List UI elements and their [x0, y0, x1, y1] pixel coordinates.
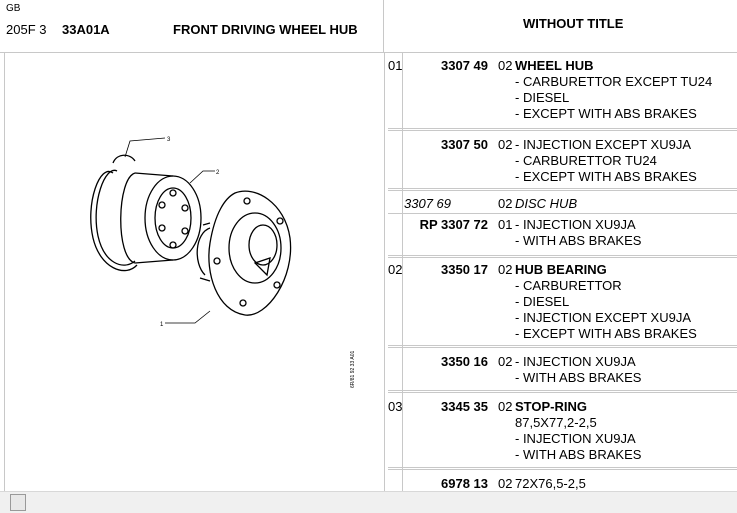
header-right: WITHOUT TITLE: [384, 0, 737, 53]
page-title: FRONT DRIVING WHEEL HUB: [173, 22, 358, 37]
row-separator: [388, 213, 737, 214]
part-condition: - EXCEPT WITH ABS BRAKES: [515, 106, 697, 121]
callout-1: 1: [160, 322, 164, 328]
part-description: - INJECTION XU9JA- WITH ABS BRAKES: [515, 354, 737, 386]
part-name: WHEEL HUB: [515, 58, 594, 73]
callout-3: 3: [167, 137, 171, 143]
part-condition: 72X76,5-2,5: [515, 476, 586, 491]
part-qty: 01: [498, 217, 513, 232]
scrollbar-thumb[interactable]: [10, 494, 26, 511]
part-number: 3307 49: [441, 58, 488, 73]
part-condition: - INJECTION XU9JA: [515, 431, 636, 446]
callout-2: 2: [216, 170, 220, 176]
part-condition: - CARBURETTOR EXCEPT TU24: [515, 74, 713, 89]
part-description: WHEEL HUB- CARBURETTOR EXCEPT TU24- DIES…: [515, 58, 737, 122]
part-condition: - CARBURETTOR: [515, 278, 622, 293]
part-condition: - DIESEL: [515, 90, 570, 105]
part-number: 3307 50: [441, 137, 488, 152]
part-number: 3350 17: [441, 262, 488, 277]
right-title: WITHOUT TITLE: [523, 16, 624, 31]
row-separator: [388, 345, 737, 348]
part-name: STOP-RING: [515, 399, 587, 414]
part-condition: - WITH ABS BRAKES: [515, 370, 642, 385]
part-ref: 01: [388, 58, 403, 73]
part-qty: 02: [498, 262, 513, 277]
part-condition: - INJECTION EXCEPT XU9JA: [515, 310, 692, 325]
part-qty: 02: [498, 354, 513, 369]
part-qty: 02: [498, 476, 513, 491]
part-number: 3350 16: [441, 354, 488, 369]
part-ref: 02: [388, 262, 403, 277]
part-condition: - INJECTION XU9JA: [515, 354, 636, 369]
part-description: - INJECTION XU9JA- WITH ABS BRAKES: [515, 217, 737, 249]
part-condition: - EXCEPT WITH ABS BRAKES: [515, 169, 697, 184]
exploded-drawing: 3 2 1 6R/81 92 33 A01: [4, 53, 385, 491]
part-qty: 02: [498, 196, 513, 211]
part-qty: 02: [498, 137, 513, 152]
row-separator: [388, 128, 737, 131]
part-number: 6978 13: [441, 476, 488, 491]
part-condition: - EXCEPT WITH ABS BRAKES: [515, 326, 697, 341]
stop-ring-shape: [90, 170, 138, 272]
header-left: GB 205F 3 33A01A FRONT DRIVING WHEEL HUB: [0, 0, 384, 53]
row-separator: [388, 390, 737, 393]
part-description: DISC HUB: [515, 196, 737, 212]
part-qty: 02: [498, 399, 513, 414]
part-name: HUB BEARING: [515, 262, 607, 277]
model-code: 205F 3: [6, 22, 47, 37]
row-separator: [388, 467, 737, 470]
ref-column-divider: [402, 53, 403, 491]
part-number: 3345 35: [441, 399, 488, 414]
language-code: GB: [6, 3, 21, 14]
section-code: 33A01A: [62, 22, 110, 37]
stop-ring-top: [112, 154, 136, 164]
row-separator: [388, 188, 737, 191]
part-condition: 87,5X77,2-2,5: [515, 415, 597, 430]
part-condition: - INJECTION EXCEPT XU9JA: [515, 137, 692, 152]
part-qty: 02: [498, 58, 513, 73]
part-description: 72X76,5-2,5: [515, 476, 737, 491]
part-number: RP 3307 72: [419, 217, 488, 232]
part-name: DISC HUB: [515, 196, 578, 211]
part-number: 3307 69: [404, 196, 451, 211]
part-condition: - DIESEL: [515, 294, 570, 309]
part-condition: - WITH ABS BRAKES: [515, 233, 642, 248]
horizontal-scrollbar[interactable]: [0, 491, 737, 513]
row-separator: [388, 255, 737, 258]
part-condition: - INJECTION XU9JA: [515, 217, 636, 232]
part-description: HUB BEARING- CARBURETTOR- DIESEL- INJECT…: [515, 262, 737, 342]
hub-drawing-svg: 3 2 1 6R/81 92 33 A01: [90, 137, 356, 388]
part-condition: - CARBURETTOR TU24: [515, 153, 657, 168]
part-description: - INJECTION EXCEPT XU9JA- CARBURETTOR TU…: [515, 137, 737, 185]
part-condition: - WITH ABS BRAKES: [515, 447, 642, 462]
drawing-side-code: 6R/81 92 33 A01: [350, 351, 356, 388]
part-ref: 03: [388, 399, 403, 414]
hub-flange-shape: [208, 190, 292, 316]
